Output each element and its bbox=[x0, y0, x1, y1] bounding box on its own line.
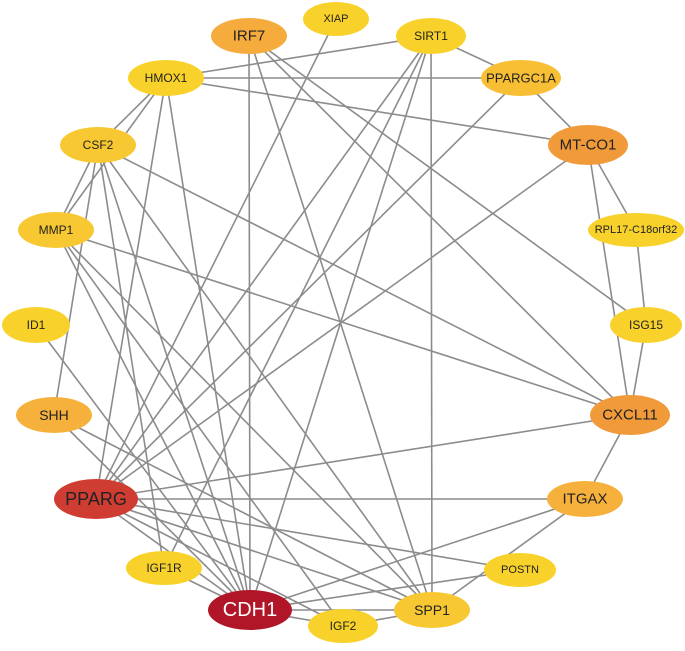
node-shape bbox=[208, 590, 292, 630]
node-shape bbox=[16, 397, 92, 433]
node-label: PPARG bbox=[65, 489, 127, 509]
node-shape bbox=[396, 18, 466, 54]
node-label: XIAP bbox=[323, 13, 348, 25]
node-sirt1[interactable]: SIRT1 bbox=[396, 18, 466, 54]
node-igf2[interactable]: IGF2 bbox=[308, 609, 378, 643]
node-label: HMOX1 bbox=[145, 71, 188, 85]
edge-csf2-shh bbox=[53, 144, 99, 416]
node-csf2[interactable]: CSF2 bbox=[60, 127, 136, 163]
node-label: SHH bbox=[39, 407, 69, 423]
node-label: RPL17-C18orf32 bbox=[595, 224, 678, 236]
node-shape bbox=[590, 395, 670, 435]
edge-shh-spp1 bbox=[53, 414, 433, 611]
edge-sirt1-pparg bbox=[95, 35, 432, 500]
node-shape bbox=[128, 60, 204, 96]
edge-pparg-postn bbox=[95, 498, 521, 571]
node-label: CXCL11 bbox=[602, 407, 658, 424]
node-shape bbox=[211, 18, 287, 54]
edge-csf2-igf1r bbox=[97, 144, 165, 569]
node-label: IGF2 bbox=[330, 619, 357, 633]
node-label: IGF1R bbox=[146, 561, 182, 575]
edge-sirt1-igf1r bbox=[163, 35, 432, 569]
edge-ppargc1a-pparg bbox=[95, 77, 522, 500]
node-shape bbox=[588, 213, 684, 247]
node-id1[interactable]: ID1 bbox=[2, 307, 70, 343]
node-shape bbox=[126, 551, 202, 585]
edge-layer bbox=[35, 18, 647, 627]
node-mmp1[interactable]: MMP1 bbox=[18, 212, 94, 248]
node-shape bbox=[308, 609, 378, 643]
node-label: POSTN bbox=[501, 564, 539, 576]
edge-sirt1-spp1 bbox=[430, 35, 433, 611]
node-mt-co1[interactable]: MT-CO1 bbox=[548, 125, 628, 165]
node-label: CDH1 bbox=[223, 599, 277, 621]
edge-itgax-cdh1 bbox=[249, 498, 586, 611]
node-shape bbox=[54, 479, 138, 519]
edge-hmox1-sirt1 bbox=[165, 35, 432, 79]
node-shape bbox=[60, 127, 136, 163]
node-shape bbox=[303, 2, 369, 36]
node-pparg[interactable]: PPARG bbox=[54, 479, 138, 519]
edge-shh-cdh1 bbox=[53, 414, 251, 611]
edge-mt-co1-cxcl11 bbox=[587, 144, 631, 416]
node-isg15[interactable]: ISG15 bbox=[610, 307, 682, 343]
edge-id1-cdh1 bbox=[35, 324, 251, 611]
node-shh[interactable]: SHH bbox=[16, 397, 92, 433]
edge-csf2-cdh1 bbox=[97, 144, 251, 611]
node-rpl17-c18orf32[interactable]: RPL17-C18orf32 bbox=[588, 213, 684, 247]
node-igf1r[interactable]: IGF1R bbox=[126, 551, 202, 585]
edge-mmp1-cxcl11 bbox=[55, 229, 631, 416]
node-label: ITGAX bbox=[562, 491, 607, 508]
node-label: PPARGC1A bbox=[486, 71, 556, 86]
edge-csf2-cxcl11 bbox=[97, 144, 631, 416]
edge-mmp1-igf2 bbox=[55, 229, 344, 627]
node-label: MT-CO1 bbox=[560, 137, 617, 154]
node-xiap[interactable]: XIAP bbox=[303, 2, 369, 36]
node-cxcl11[interactable]: CXCL11 bbox=[590, 395, 670, 435]
node-label: SPP1 bbox=[414, 602, 450, 618]
node-label: ID1 bbox=[27, 318, 46, 332]
edge-irf7-cxcl11 bbox=[248, 35, 631, 416]
node-label: ISG15 bbox=[629, 318, 663, 332]
node-itgax[interactable]: ITGAX bbox=[547, 481, 623, 517]
node-shape bbox=[394, 592, 470, 628]
node-shape bbox=[547, 481, 623, 517]
edge-postn-cdh1 bbox=[249, 569, 521, 611]
edge-pparg-igf2 bbox=[95, 498, 344, 627]
edge-irf7-isg15 bbox=[248, 35, 647, 326]
edge-mmp1-cdh1 bbox=[55, 229, 251, 611]
edge-irf7-cdh1 bbox=[248, 35, 251, 611]
node-ppargc1a[interactable]: PPARGC1A bbox=[481, 60, 561, 96]
node-irf7[interactable]: IRF7 bbox=[211, 18, 287, 54]
node-spp1[interactable]: SPP1 bbox=[394, 592, 470, 628]
node-label: CSF2 bbox=[83, 138, 114, 152]
node-label: SIRT1 bbox=[414, 29, 448, 43]
node-shape bbox=[18, 212, 94, 248]
node-shape bbox=[548, 125, 628, 165]
node-shape bbox=[2, 307, 70, 343]
edge-hmox1-pparg bbox=[95, 77, 167, 500]
edge-csf2-spp1 bbox=[97, 144, 433, 611]
edge-cxcl11-pparg bbox=[95, 414, 631, 500]
node-shape bbox=[484, 553, 556, 587]
node-postn[interactable]: POSTN bbox=[484, 553, 556, 587]
node-label: IRF7 bbox=[233, 28, 266, 45]
node-shape bbox=[481, 60, 561, 96]
edge-pparg-xiap bbox=[95, 18, 337, 500]
node-label: MMP1 bbox=[39, 223, 74, 237]
node-shape bbox=[610, 307, 682, 343]
node-cdh1[interactable]: CDH1 bbox=[208, 590, 292, 630]
node-hmox1[interactable]: HMOX1 bbox=[128, 60, 204, 96]
edge-mmp1-spp1 bbox=[55, 229, 433, 611]
